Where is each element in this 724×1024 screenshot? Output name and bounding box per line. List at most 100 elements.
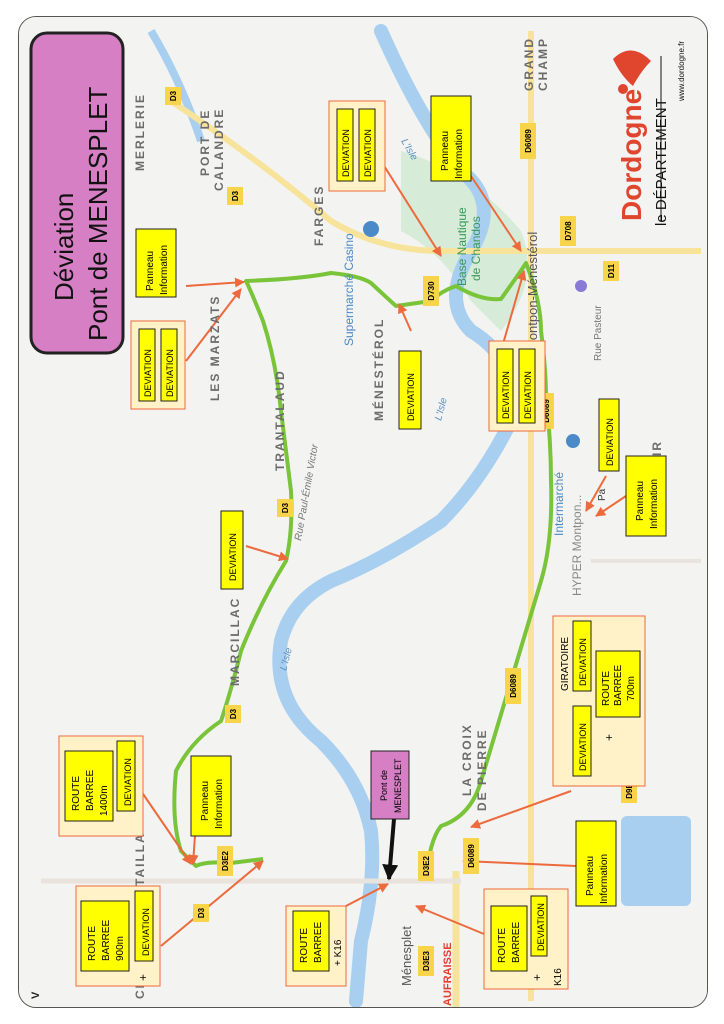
svg-text:DEVIATION: DEVIATION [501,371,511,419]
svg-text:D3E2: D3E2 [422,855,431,876]
svg-text:Panneau: Panneau [200,781,211,821]
svg-text:Information: Information [214,779,225,829]
sign-route-barree-900: ROUTE BARREE 900m + DEVIATION [75,885,161,987]
svg-text:+ K16: + K16 [333,939,344,966]
deviation-route [172,261,554,882]
svg-text:D6089: D6089 [524,129,533,153]
svg-text:D3: D3 [169,90,178,101]
svg-text:900m: 900m [115,936,126,961]
poi-intermarche-1: Intermarché [552,472,566,536]
sign-panneau-croix: Panneau Information [575,820,617,907]
river-branch [147,28,205,143]
svg-text:D3: D3 [229,708,238,719]
poi-pa: Pa [597,488,608,501]
poi-supermarche: Supermarché Casino [342,233,356,346]
svg-text:DEVIATION: DEVIATION [578,723,588,771]
logo-name: Dordogne [616,89,647,221]
sign-panneau-taillac: Panneau Information [190,755,232,837]
svg-text:D3: D3 [197,907,206,918]
building-icon [575,280,587,292]
svg-text:DEVIATION: DEVIATION [523,371,533,419]
svg-text:Information: Information [454,129,465,179]
map-frame: MERLERIE PORT DE CALANDRE GRAND CHAMP FA… [18,16,708,1008]
svg-text:1400m: 1400m [99,785,110,816]
svg-text:D6089: D6089 [467,844,476,868]
svg-text:BARREE: BARREE [85,770,96,811]
svg-text:Panneau: Panneau [635,481,646,521]
svg-text:ROUTE: ROUTE [87,926,98,961]
poi-base-1: Base Nautique [455,207,469,286]
label-trantalaud: TRANTALAUD [273,369,287,471]
svg-text:DEVIATION: DEVIATION [605,418,615,466]
svg-text:+: + [602,734,616,741]
label-menesterol: MÉNESTÉROL [371,318,386,421]
sign-panneau-intermarche: Panneau Information [625,455,667,537]
svg-text:Panneau: Panneau [145,251,156,291]
label-grand-2: CHAMP [536,37,550,91]
svg-text:Panneau: Panneau [585,856,596,896]
sign-deviation-montpon: DEVIATION DEVIATION [488,340,546,432]
label-port-1: PORT DE [198,109,212,176]
svg-text:Pont de: Pont de [379,770,389,801]
svg-text:BARREE: BARREE [101,920,112,961]
svg-text:ROUTE: ROUTE [601,671,612,706]
street-pasteur: Rue Pasteur [593,305,604,361]
svg-text:D730: D730 [427,281,436,301]
poi-labels: Supermarché Casino Base Nautique de Chan… [342,207,584,596]
svg-text:Panneau: Panneau [440,131,451,171]
place-labels: MERLERIE PORT DE CALANDRE GRAND CHAMP FA… [132,37,664,999]
road-shields: D3 D3 D3 D3 D3 D730 D6089 D6089 D6089 D6… [165,87,637,976]
label-v: V [30,991,42,999]
svg-text:ROUTE: ROUTE [299,928,310,963]
pont-arrow [382,818,399,881]
poi-intermarche-2: HYPER Montpon... [570,495,584,596]
label-croix-1: LA CROIX [460,723,474,796]
svg-text:DEVIATION: DEVIATION [123,758,133,806]
sign-panneau-marzats: Panneau Information [135,228,177,298]
svg-text:D9E: D9E [625,783,634,799]
label-taillac: TAILLA [133,832,147,886]
svg-text:ROUTE: ROUTE [71,776,82,811]
logo-mark-icon [613,50,651,86]
svg-text:DEVIATION: DEVIATION [341,129,351,177]
svg-text:DEVIATION: DEVIATION [141,908,151,956]
sign-panneau-north: Panneau Information [430,95,472,182]
sign-deviation-marzats: DEVIATION DEVIATION [130,320,186,410]
svg-text:+: + [136,974,150,981]
sign-giratoire: GIRATOIRE DEVIATION DEVIATION ROUTE BARR… [552,615,646,787]
label-aufraisse: AUFRAISSE [442,942,454,1006]
svg-text:BARREE: BARREE [613,665,624,706]
svg-text:DEVIATION: DEVIATION [143,349,153,397]
svg-text:K16: K16 [553,968,564,986]
sign-deviation-trantalaud: DEVIATION [220,510,244,590]
sign-deviation-north: DEVIATION DEVIATION [328,100,386,192]
map-canvas: MERLERIE PORT DE CALANDRE GRAND CHAMP FA… [19,17,707,1007]
logo-url: www.dordogne.fr [677,41,686,102]
svg-text:D3: D3 [281,502,290,513]
svg-text:DEVIATION: DEVIATION [536,903,546,951]
shopping-icon-2 [566,434,580,448]
svg-text:DEVIATION: DEVIATION [228,533,238,581]
svg-text:+: + [530,974,544,981]
dordogne-logo: Dordogne le DÉPARTEMENT www.dordogne.fr [613,41,686,226]
svg-text:700m: 700m [626,676,637,701]
label-grand-1: GRAND [522,37,536,91]
label-montpon: Montpon-Ménestérol [525,232,540,351]
svg-text:BARREE: BARREE [313,922,324,963]
svg-text:D6089: D6089 [542,399,551,423]
label-menesplet: Ménesplet [399,926,414,986]
title-line-2: Pont de MENESPLET [83,87,113,341]
poi-base-2: de Chandos [469,216,483,281]
label-marcillac: MARCILLAC [228,597,242,686]
sign-route-barree-1400: ROUTE BARREE 1400m + DEVIATION [58,735,144,837]
svg-text:Information: Information [599,854,610,904]
svg-text:D3E2: D3E2 [221,850,230,871]
river-lisle [272,24,520,1007]
label-ir: IR [650,440,664,456]
shopping-icon [363,221,379,237]
svg-text:D3: D3 [231,190,240,201]
sign-route-barree-k16-right: ROUTE BARREE + DEVIATION K16 [483,888,569,990]
label-croix-2: DE PIERRE [475,728,489,811]
label-port-2: CALANDRE [212,108,226,191]
svg-text:GIRATOIRE: GIRATOIRE [560,637,571,691]
